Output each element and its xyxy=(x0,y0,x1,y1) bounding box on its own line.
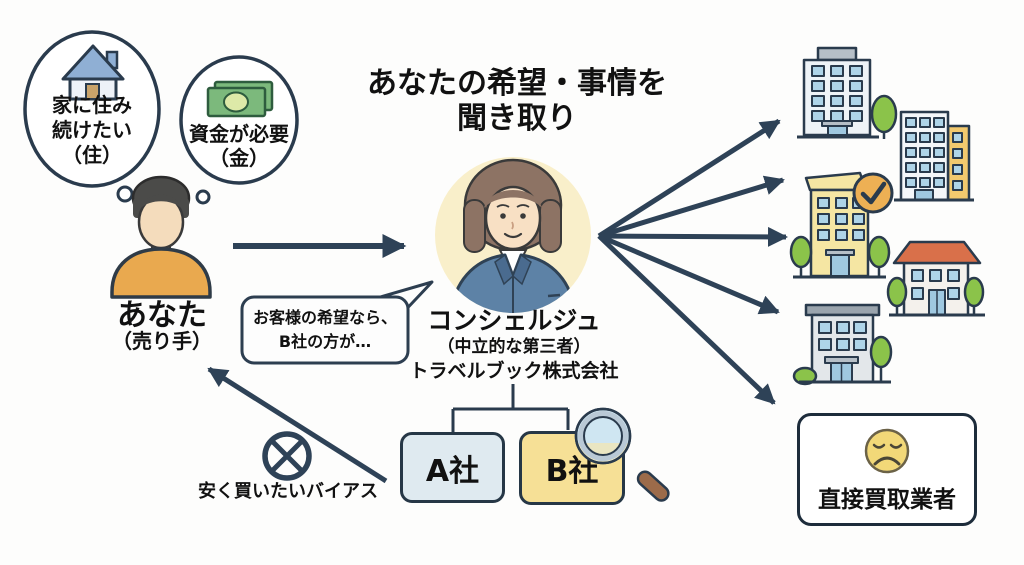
tree-icon xyxy=(870,94,898,139)
thought-bubble-house xyxy=(23,30,161,203)
page-title-line2: 聞き取り xyxy=(457,101,577,136)
thought-bubble-money xyxy=(179,55,299,205)
building-5-gray xyxy=(792,303,893,386)
magnifier-icon xyxy=(574,407,670,502)
seller-name: あなた xyxy=(117,298,207,333)
arrow-to-building-1 xyxy=(597,118,781,239)
bias-group xyxy=(207,366,388,484)
building-1-office xyxy=(797,46,898,139)
bias-label: 安く買いたいバイアス xyxy=(198,481,378,502)
speech-line1: お客様の希望なら、 xyxy=(252,308,397,327)
house-icon xyxy=(61,44,125,101)
thought-money-text: 資金が必要 （金） xyxy=(180,122,298,170)
direct-buyer-label: 直接買取業者 xyxy=(818,486,956,513)
speech-line2: B社の方が… xyxy=(278,332,372,351)
concierge-subtitle: （中立的な第三者） xyxy=(437,337,591,357)
concierge-company: トラベルブック株式会社 xyxy=(409,360,619,382)
seller-role: （売り手） xyxy=(112,329,212,353)
thought-money-line2: （金） xyxy=(209,146,269,170)
concierge-avatar xyxy=(435,157,591,313)
page-title: あなたの希望・事情を 聞き取り xyxy=(357,66,677,136)
building-2-tower xyxy=(894,110,974,202)
building-4-house xyxy=(886,240,985,317)
thought-house-line2: 続けたい xyxy=(52,118,132,142)
arrow-to-building-3 xyxy=(598,226,788,247)
fan-arrows xyxy=(597,118,788,405)
company-a-label: A社 xyxy=(425,453,480,489)
speech-bubble xyxy=(240,280,434,365)
sad-face-icon xyxy=(864,428,910,473)
concierge-name: コンシェルジュ xyxy=(427,306,601,335)
tree-icon xyxy=(789,235,891,276)
arrow-bias-to-seller xyxy=(207,366,388,484)
thought-house-text: 家に住み 続けたい （住） xyxy=(28,93,156,168)
arrow-to-building-2 xyxy=(598,175,785,239)
no-entry-icon xyxy=(262,431,312,481)
arrow-to-building-4 xyxy=(598,233,780,315)
concierge-label: コンシェルジュ （中立的な第三者） トラベルブック株式会社 xyxy=(395,306,633,384)
tree-icon xyxy=(886,276,985,314)
building-3-selected xyxy=(789,171,894,279)
thought-house-line3: （住） xyxy=(62,143,122,167)
check-circle-icon xyxy=(852,172,894,214)
org-connector xyxy=(451,384,570,432)
thought-money-line1: 資金が必要 xyxy=(189,122,289,146)
company-a-box: A社 xyxy=(400,432,505,503)
bush-icon xyxy=(792,366,818,386)
money-icon xyxy=(206,80,274,118)
speech-bubble-text: お客様の希望なら、 B社の方が… xyxy=(244,306,406,354)
page-title-line1: あなたの希望・事情を xyxy=(367,66,667,101)
direct-buyer-box: 直接買取業者 xyxy=(797,413,977,526)
tree-icon xyxy=(869,335,893,381)
thought-house-line1: 家に住み xyxy=(52,93,132,117)
arrow-to-direct-buyer xyxy=(597,234,776,405)
seller-avatar xyxy=(110,175,212,299)
